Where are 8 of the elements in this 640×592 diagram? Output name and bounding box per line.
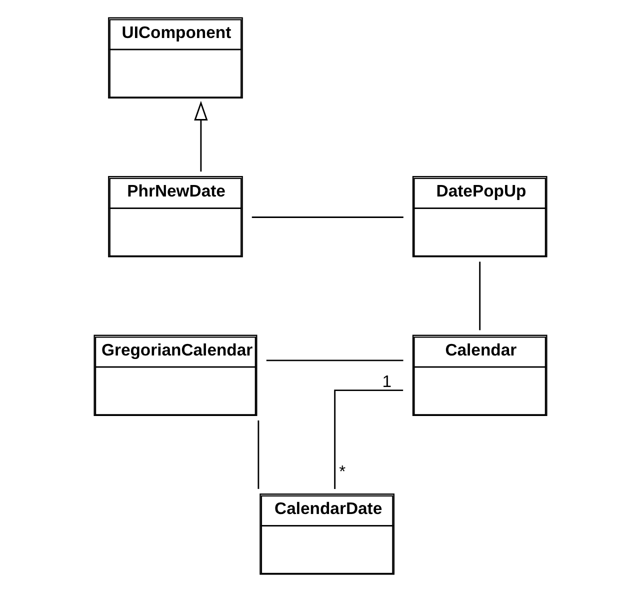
label: * (338, 462, 346, 482)
connector (478, 262, 480, 330)
connector (251, 216, 403, 218)
connector (257, 420, 259, 489)
connector (334, 390, 403, 489)
connector (266, 360, 403, 362)
label: 1 (382, 372, 391, 392)
arrow (194, 100, 208, 172)
